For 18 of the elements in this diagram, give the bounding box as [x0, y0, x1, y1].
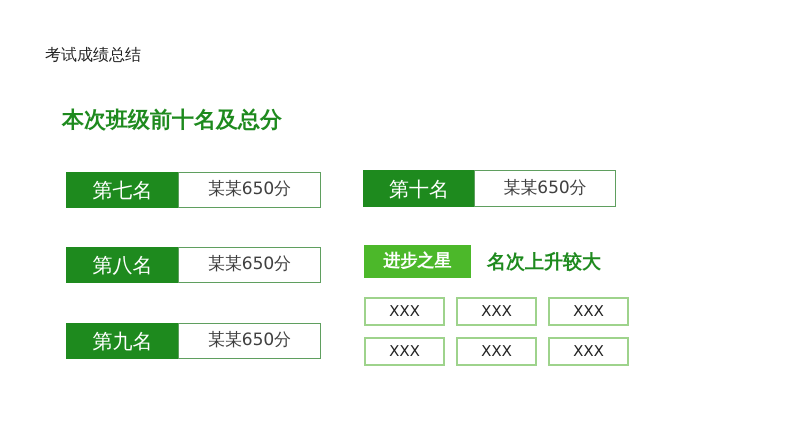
- star-badge: 进步之星: [364, 245, 471, 278]
- score-box: 某某650分: [178, 323, 321, 359]
- page-heading: 考试成绩总结: [45, 44, 141, 66]
- score-box: 某某650分: [178, 247, 321, 283]
- name-box: XXX: [364, 337, 445, 366]
- name-box: XXX: [364, 297, 445, 326]
- score-box: 某某650分: [178, 172, 321, 208]
- name-box: XXX: [548, 297, 629, 326]
- rank-label: 第九名: [66, 323, 179, 359]
- name-box: XXX: [456, 337, 537, 366]
- name-box: XXX: [456, 297, 537, 326]
- rank-label: 第八名: [66, 247, 179, 283]
- name-box: XXX: [548, 337, 629, 366]
- rank-label: 第七名: [66, 172, 179, 208]
- section-title: 本次班级前十名及总分: [62, 107, 282, 135]
- star-caption: 名次上升较大: [487, 250, 601, 275]
- score-box: 某某650分: [474, 170, 616, 207]
- rank-label: 第十名: [363, 170, 475, 207]
